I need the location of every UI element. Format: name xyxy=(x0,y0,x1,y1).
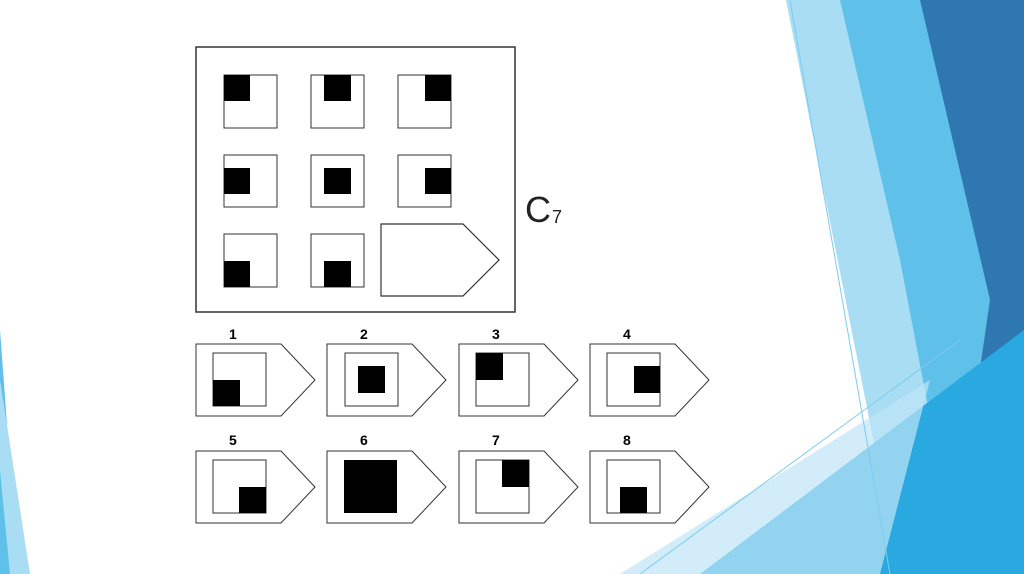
matrix-cell-1-2 xyxy=(310,74,365,129)
matrix-cell-1-3 xyxy=(397,74,452,129)
matrix-cell-missing xyxy=(380,223,500,297)
matrix-cell-3-2 xyxy=(310,233,365,288)
option-2[interactable] xyxy=(326,343,447,417)
option-1[interactable] xyxy=(195,343,316,417)
decor-line-1 xyxy=(789,0,891,574)
decor-shape-left-light xyxy=(0,380,30,574)
matrix-cell-2-3 xyxy=(397,154,452,208)
option-8-label: 8 xyxy=(623,432,631,448)
matrix-cell-2-2 xyxy=(310,154,365,208)
decor-shape-bottom-light xyxy=(620,380,930,574)
option-6[interactable] xyxy=(326,450,447,524)
option-4[interactable] xyxy=(589,343,710,417)
option-2-label: 2 xyxy=(360,326,368,342)
matrix-cell-2-1 xyxy=(223,154,278,208)
option-1-label: 1 xyxy=(229,326,237,342)
option-7-label: 7 xyxy=(492,432,500,448)
matrix-panel xyxy=(195,46,516,313)
option-7[interactable] xyxy=(458,450,579,524)
option-8[interactable] xyxy=(589,450,710,524)
option-5-label: 5 xyxy=(229,432,237,448)
option-6-label: 6 xyxy=(360,432,368,448)
slide-title: C xyxy=(525,189,551,230)
slide-title-subscript: 7 xyxy=(552,207,562,227)
matrix-cell-3-1 xyxy=(223,233,278,288)
decor-line-2 xyxy=(639,339,961,574)
option-4-label: 4 xyxy=(623,326,631,342)
option-3[interactable] xyxy=(458,343,579,417)
matrix-cell-1-1 xyxy=(223,74,278,129)
option-3-label: 3 xyxy=(492,326,500,342)
option-5[interactable] xyxy=(195,450,316,524)
